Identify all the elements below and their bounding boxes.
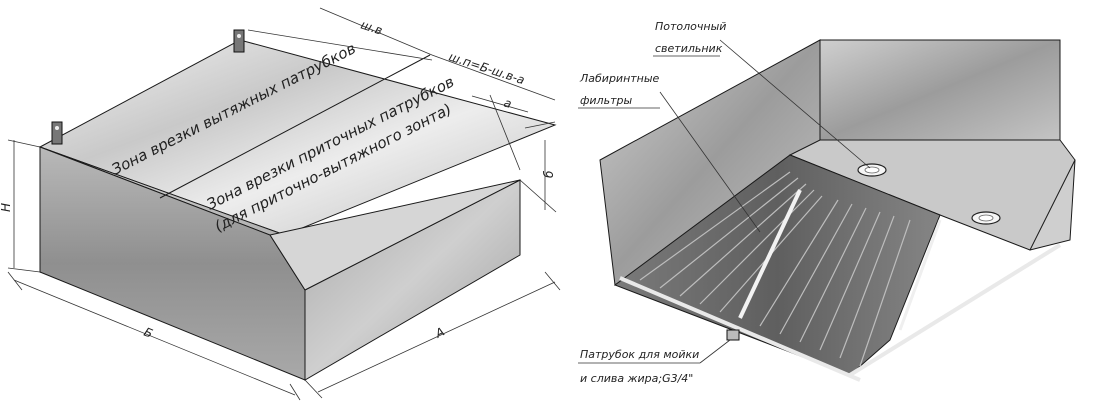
callout-ceiling-light: Потолочный светильник	[653, 20, 871, 169]
filters-label: Лабиринтные	[579, 72, 660, 85]
ceiling-light-label: Потолочный	[655, 20, 726, 33]
dimension-height: H	[0, 139, 41, 273]
dimension-a: а	[471, 94, 529, 171]
dimension-height-label: H	[0, 203, 13, 212]
drain-label-2: и слива жира;G3/4"	[580, 372, 693, 385]
dimension-front-label: Б	[142, 325, 155, 341]
callout-filters: Лабиринтные фильтры	[578, 72, 761, 233]
filters-label-2: фильтры	[580, 94, 632, 107]
dimension-side-label: А	[432, 325, 446, 342]
left-hood-drawing: Зона врезки вытяжных патрубков Зона врез…	[0, 7, 561, 401]
dimension-a-label: а	[502, 96, 513, 112]
callout-drain: Патрубок для мойки и слива жира;G3/4"	[578, 339, 731, 385]
dimension-difference-label: ш.п=Б-ш.в-а	[447, 50, 526, 88]
ceiling-light	[971, 211, 1001, 225]
dimension-width: ш.в	[247, 7, 433, 61]
drain-fitting	[726, 329, 740, 341]
mounting-bracket	[51, 121, 63, 145]
dimension-b: б	[519, 121, 557, 213]
ceiling-light-label-2: светильник	[655, 42, 723, 55]
right-hood-drawing: Потолочный светильник Лабиринтные фильтр…	[578, 20, 1076, 385]
dimension-width-label: ш.в	[359, 18, 384, 38]
ceiling-light	[857, 163, 887, 177]
drain-label: Патрубок для мойки	[580, 348, 699, 361]
mounting-bracket	[233, 29, 245, 53]
filter-slats	[639, 171, 911, 367]
hood-back-wall	[819, 39, 1061, 141]
dimension-difference: ш.п=Б-ш.в-а	[431, 50, 556, 101]
dimension-b-label: б	[542, 170, 556, 178]
